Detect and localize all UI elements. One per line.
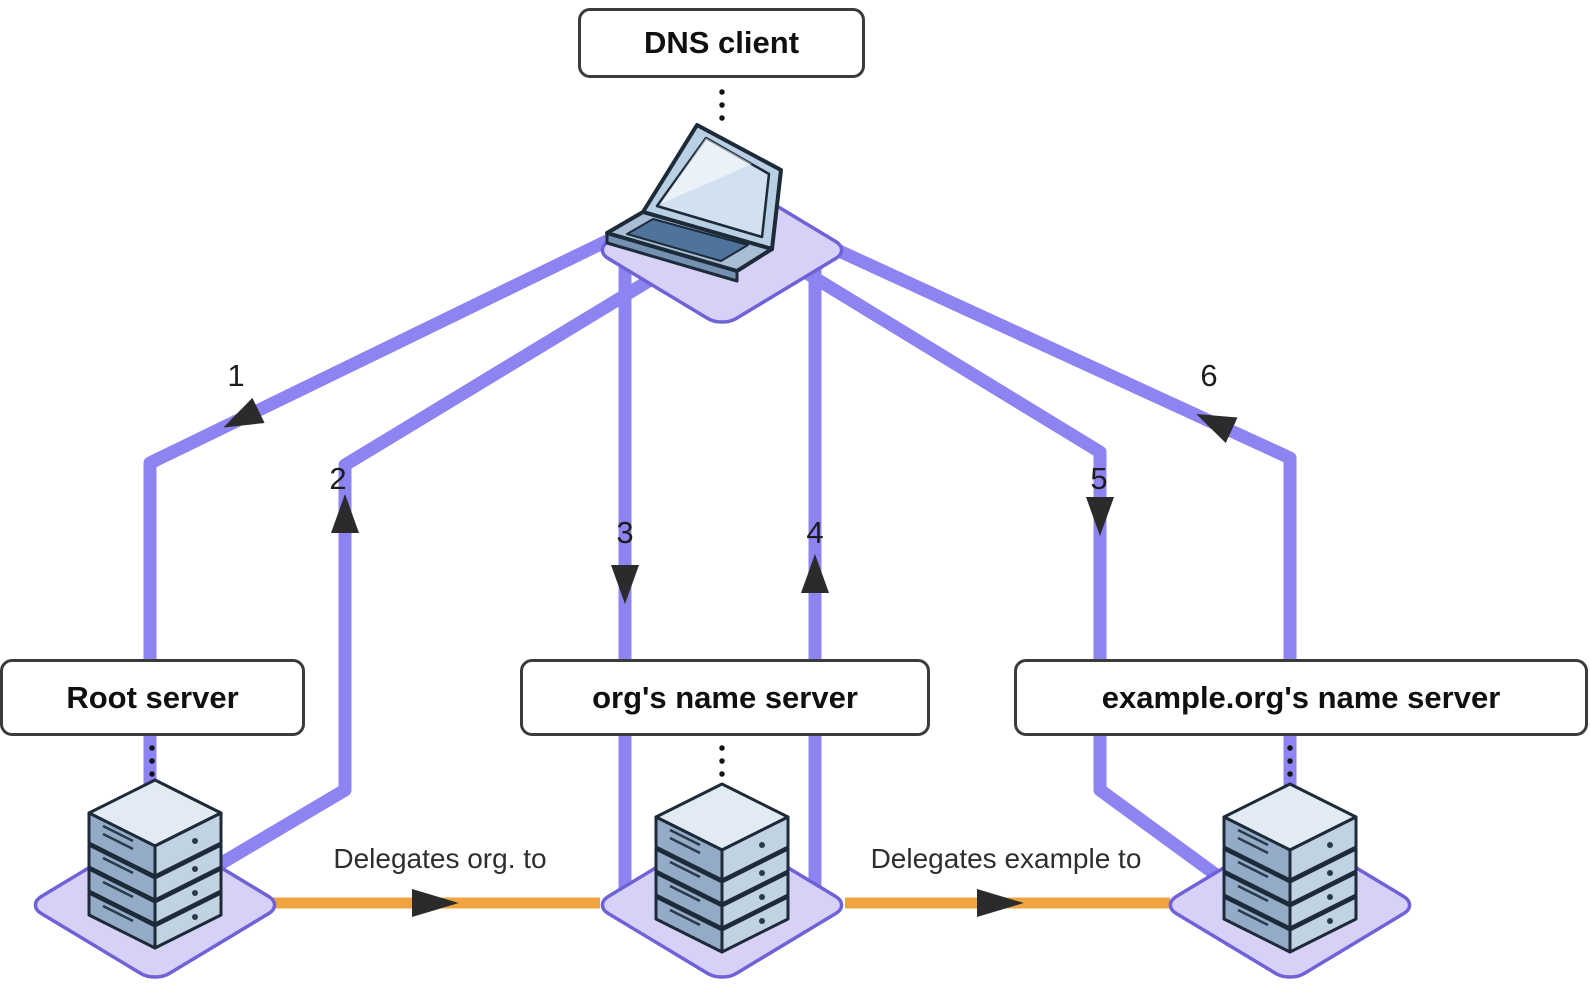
- step-label-6: 6: [1200, 358, 1218, 393]
- line-5-query-example: [778, 252, 1234, 891]
- node-box-dns-client: DNS client: [578, 8, 865, 78]
- delegation-arrowhead-org-example: [977, 889, 1024, 917]
- arrowhead-step-4: [801, 554, 829, 593]
- delegation-label-org-example: Delegates example to: [870, 843, 1142, 874]
- line-2-response-root: [206, 256, 684, 876]
- arrowhead-step-2: [331, 494, 359, 533]
- delegation-label-root-org: Delegates org. to: [333, 843, 547, 874]
- step-label-4: 4: [806, 515, 824, 550]
- server-stack-icon-example: [1222, 782, 1358, 954]
- node-label-root-server: Root server: [66, 679, 239, 715]
- step-label-3: 3: [616, 515, 634, 550]
- server-stack-icon-root: [87, 778, 223, 950]
- delegation-arrowhead-root-org: [412, 889, 459, 917]
- arrowhead-step-3: [611, 565, 639, 604]
- line-1-query-root: [143, 214, 653, 878]
- node-box-root-server: Root server: [0, 659, 305, 736]
- line-6-response-example: [797, 227, 1297, 878]
- step-label-2: 2: [329, 461, 347, 496]
- laptop-icon: [605, 123, 783, 283]
- step-label-1: 1: [227, 358, 245, 393]
- server-stack-icon-org: [654, 782, 790, 954]
- arrowhead-step-5: [1086, 497, 1114, 536]
- step-label-5: 5: [1090, 461, 1108, 496]
- node-box-example-org-name-server: example.org's name server: [1014, 659, 1588, 736]
- node-label-example-org-name-server: example.org's name server: [1101, 679, 1501, 715]
- node-label-org-name-server: org's name server: [592, 679, 858, 715]
- node-label-dns-client: DNS client: [643, 25, 800, 60]
- node-box-org-name-server: org's name server: [520, 659, 930, 736]
